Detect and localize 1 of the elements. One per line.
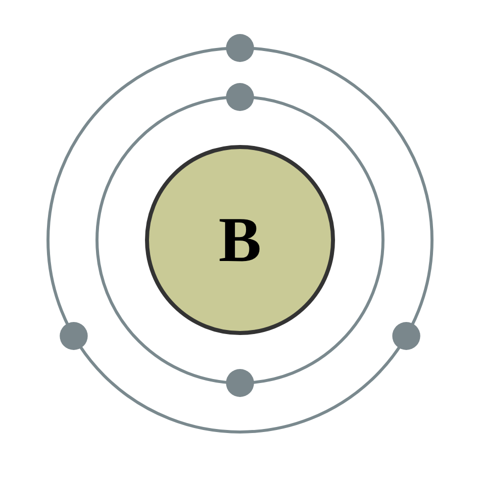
element-symbol: B bbox=[218, 208, 262, 272]
